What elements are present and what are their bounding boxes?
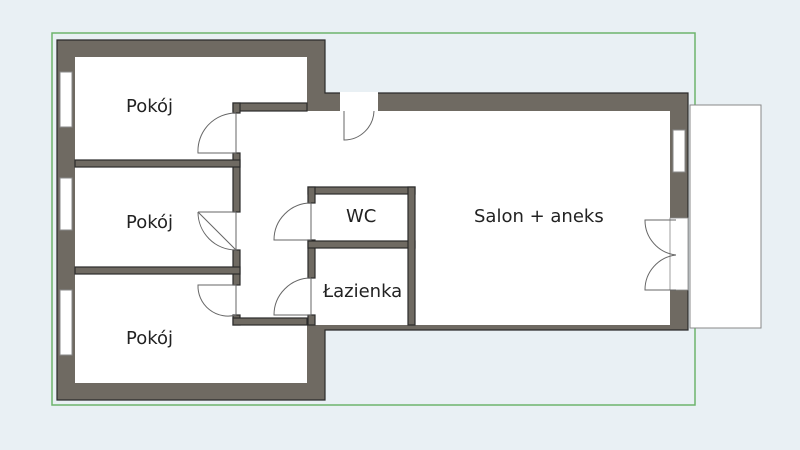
door-icon <box>273 277 312 316</box>
door-icon <box>343 110 375 141</box>
window <box>672 129 686 173</box>
window <box>59 289 73 356</box>
room-label-pokoj-2: Pokój <box>126 212 173 233</box>
door-icon <box>273 202 312 241</box>
interior-floor <box>75 57 670 383</box>
door-icon <box>644 219 677 291</box>
entrance-opening <box>340 92 378 112</box>
window <box>59 177 73 231</box>
interior-walls <box>74 102 416 326</box>
balcony <box>689 104 762 329</box>
window <box>59 71 73 128</box>
room-label-pokoj-1: Pokój <box>126 96 173 117</box>
doors <box>197 110 677 317</box>
room-label-lazienka: Łazienka <box>322 281 402 302</box>
door-icon <box>197 112 237 154</box>
room-label-pokoj-3: Pokój <box>126 328 173 349</box>
room-label-salon: Salon + aneks <box>474 206 604 227</box>
door-icon <box>197 211 237 251</box>
room-label-wc: WC <box>346 206 376 227</box>
door-icon <box>197 284 237 317</box>
